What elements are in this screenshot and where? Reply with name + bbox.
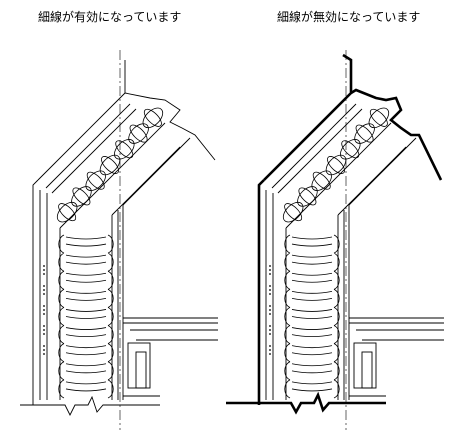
ceiling-line-2 — [122, 137, 191, 206]
floor-beam — [353, 342, 377, 389]
roof-break-outline — [124, 92, 216, 161]
outer-wall-face — [32, 179, 39, 405]
bottom-break-line — [226, 391, 386, 415]
bottom-break-line — [20, 395, 160, 417]
roof-insulation-lower-edge — [59, 122, 166, 229]
wall-roof-section-thick-lines — [226, 50, 444, 430]
roof-deck-line-2 — [51, 108, 137, 194]
roof-deck-line — [271, 103, 357, 189]
roof-outer-surface — [263, 53, 353, 181]
floor-beam-inner — [135, 351, 147, 389]
ceiling-line — [111, 146, 181, 216]
wall-insulation — [58, 234, 114, 399]
caption-thin-lines-enabled: 細線が有効になっています — [38, 10, 182, 24]
roof-insulation-lower-edge — [285, 122, 392, 229]
roof-deck-line — [45, 103, 131, 189]
ceiling-line-2 — [348, 137, 417, 206]
roof-insulation — [56, 107, 164, 223]
caption-thin-lines-disabled: 細線が無効になっています — [277, 10, 421, 24]
roof-insulation — [282, 107, 390, 223]
roof-deck-line-2 — [277, 108, 363, 194]
ceiling-line — [337, 146, 407, 216]
wall-roof-section-thin-lines — [20, 50, 218, 430]
roof-break-outline — [350, 88, 443, 181]
roof-outer-surface — [37, 92, 126, 181]
floor-beam-inner — [361, 351, 373, 389]
outer-wall-face — [257, 179, 265, 405]
wall-insulation — [284, 234, 340, 399]
floor-beam — [127, 342, 151, 389]
